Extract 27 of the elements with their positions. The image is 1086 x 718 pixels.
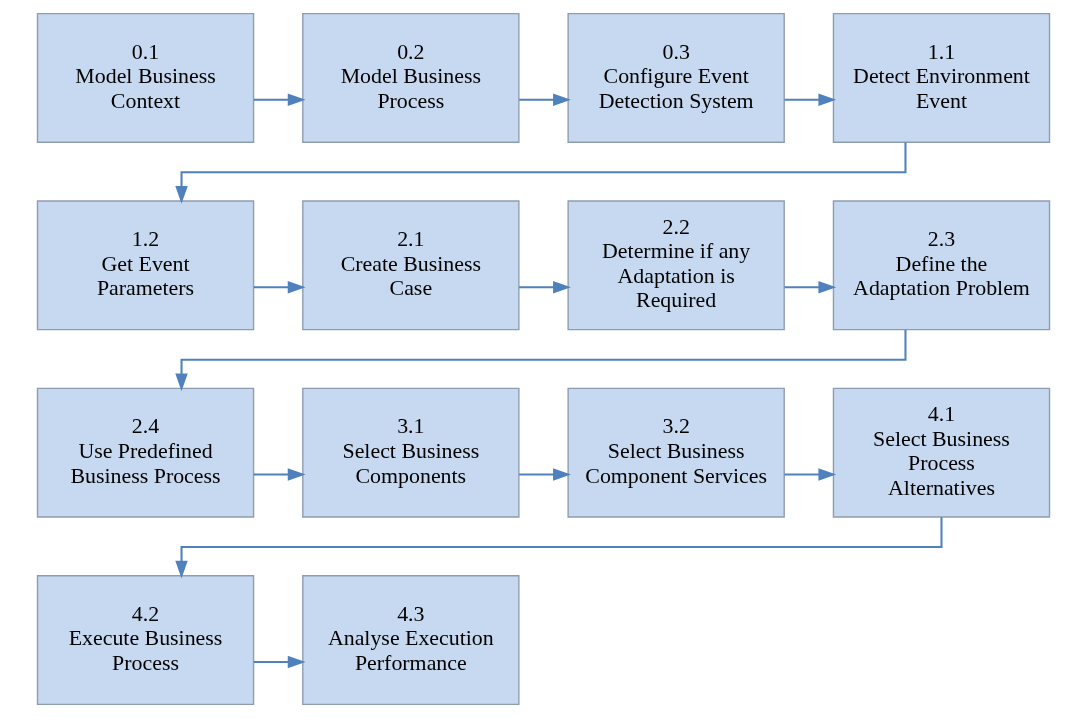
arrow: [253, 280, 306, 294]
arrow: [174, 329, 906, 392]
node-box: 2.3 Define the Adaptation Problem: [832, 200, 1050, 331]
node-box: 2.2 Determine if any Adaptation is Required: [566, 200, 785, 331]
arrow: [174, 517, 942, 579]
node-box: 3.2 Select Business Component Services: [566, 387, 785, 518]
arrow: [783, 280, 836, 294]
node-box: 2.4 Use Predefined Business Process: [36, 387, 254, 518]
arrow: [783, 468, 836, 481]
arrow: [518, 280, 571, 294]
arrow: [518, 468, 571, 481]
node-box: 0.2 Model Business Process: [301, 13, 520, 143]
arrow: [783, 93, 836, 107]
arrow: [253, 468, 306, 481]
node-box: 3.1 Select Business Components: [301, 387, 520, 518]
arrow: [253, 93, 306, 107]
arrow: [518, 93, 571, 107]
node-box: 1.2 Get Event Parameters: [36, 200, 254, 331]
node-box: 2.1 Create Business Case: [301, 200, 520, 331]
node-box: 0.1 Model Business Context: [36, 13, 254, 143]
node-box: 4.1 Select Business Process Alternatives: [832, 387, 1050, 518]
node-box: 4.2 Execute Business Process: [36, 575, 254, 705]
node-box: 0.3 Configure Event Detection System: [566, 13, 785, 143]
arrow: [253, 655, 306, 669]
arrow: [174, 142, 906, 204]
node-box: 4.3 Analyse Execution Performance: [301, 575, 520, 705]
node-box: 1.1 Detect Environment Event: [832, 13, 1050, 143]
